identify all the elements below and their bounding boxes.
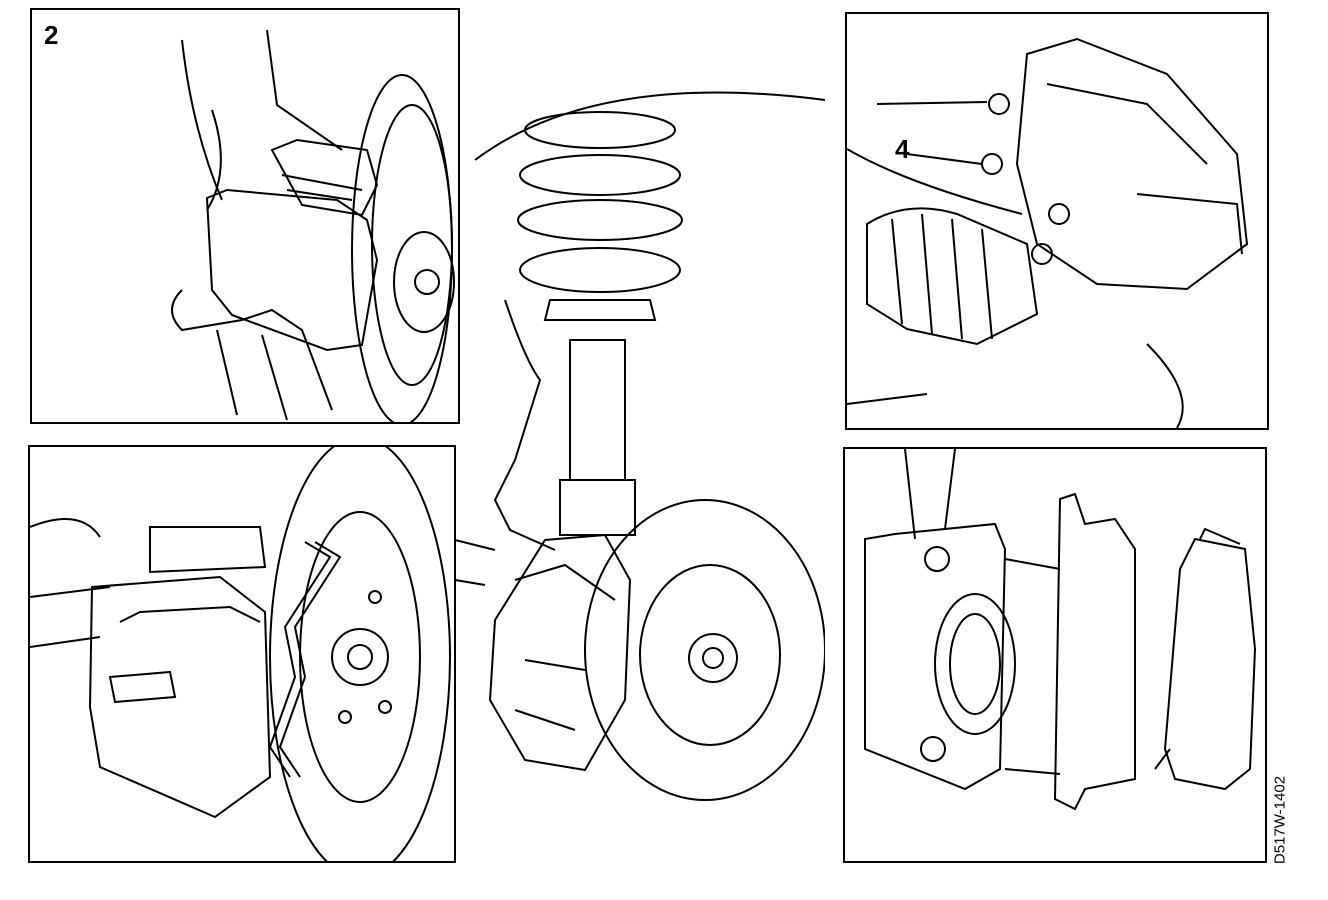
caliper-and-pad-illustration bbox=[864, 449, 1257, 811]
panel-top-left: 2 bbox=[30, 8, 460, 424]
brake-disc bbox=[584, 499, 825, 801]
hub bbox=[688, 633, 738, 683]
tool-handle bbox=[171, 289, 333, 411]
spring-seat bbox=[543, 299, 657, 321]
caliper-body bbox=[88, 575, 272, 819]
callout-label: 4 bbox=[895, 134, 910, 164]
caliper-body bbox=[205, 188, 379, 352]
carrier-bracket bbox=[1053, 492, 1136, 811]
cv-boot bbox=[866, 207, 1039, 346]
caliper-spring-illustration bbox=[30, 447, 451, 861]
panel-bottom-left bbox=[28, 445, 456, 863]
guide-bolt-lower bbox=[981, 153, 1003, 175]
guide-bolt-upper bbox=[988, 93, 1010, 115]
brake-pad bbox=[1163, 537, 1257, 791]
wheel-arch-line bbox=[474, 91, 825, 161]
brake-disc bbox=[269, 447, 451, 861]
piston-bore bbox=[934, 593, 1016, 735]
panel-bottom-right bbox=[843, 447, 1267, 863]
hub bbox=[331, 628, 389, 686]
caliper-body bbox=[1015, 37, 1249, 291]
caliper-bolts-illustration bbox=[847, 37, 1249, 428]
retaining-spring bbox=[268, 541, 332, 778]
step-label: 2 bbox=[44, 20, 59, 50]
suspension-strut-illustration bbox=[455, 91, 825, 801]
caliper-removal-illustration bbox=[171, 29, 455, 422]
brake-hose bbox=[493, 299, 556, 551]
figure-code-text: D517W-1402 bbox=[1271, 775, 1289, 865]
caliper-housing bbox=[864, 522, 1007, 791]
caliper-body bbox=[488, 533, 632, 772]
panel-top-right: 4 bbox=[845, 12, 1269, 430]
figure-code: D517W-1402 bbox=[1260, 760, 1300, 880]
strut-tube bbox=[569, 339, 626, 481]
coil-spring bbox=[524, 111, 676, 149]
